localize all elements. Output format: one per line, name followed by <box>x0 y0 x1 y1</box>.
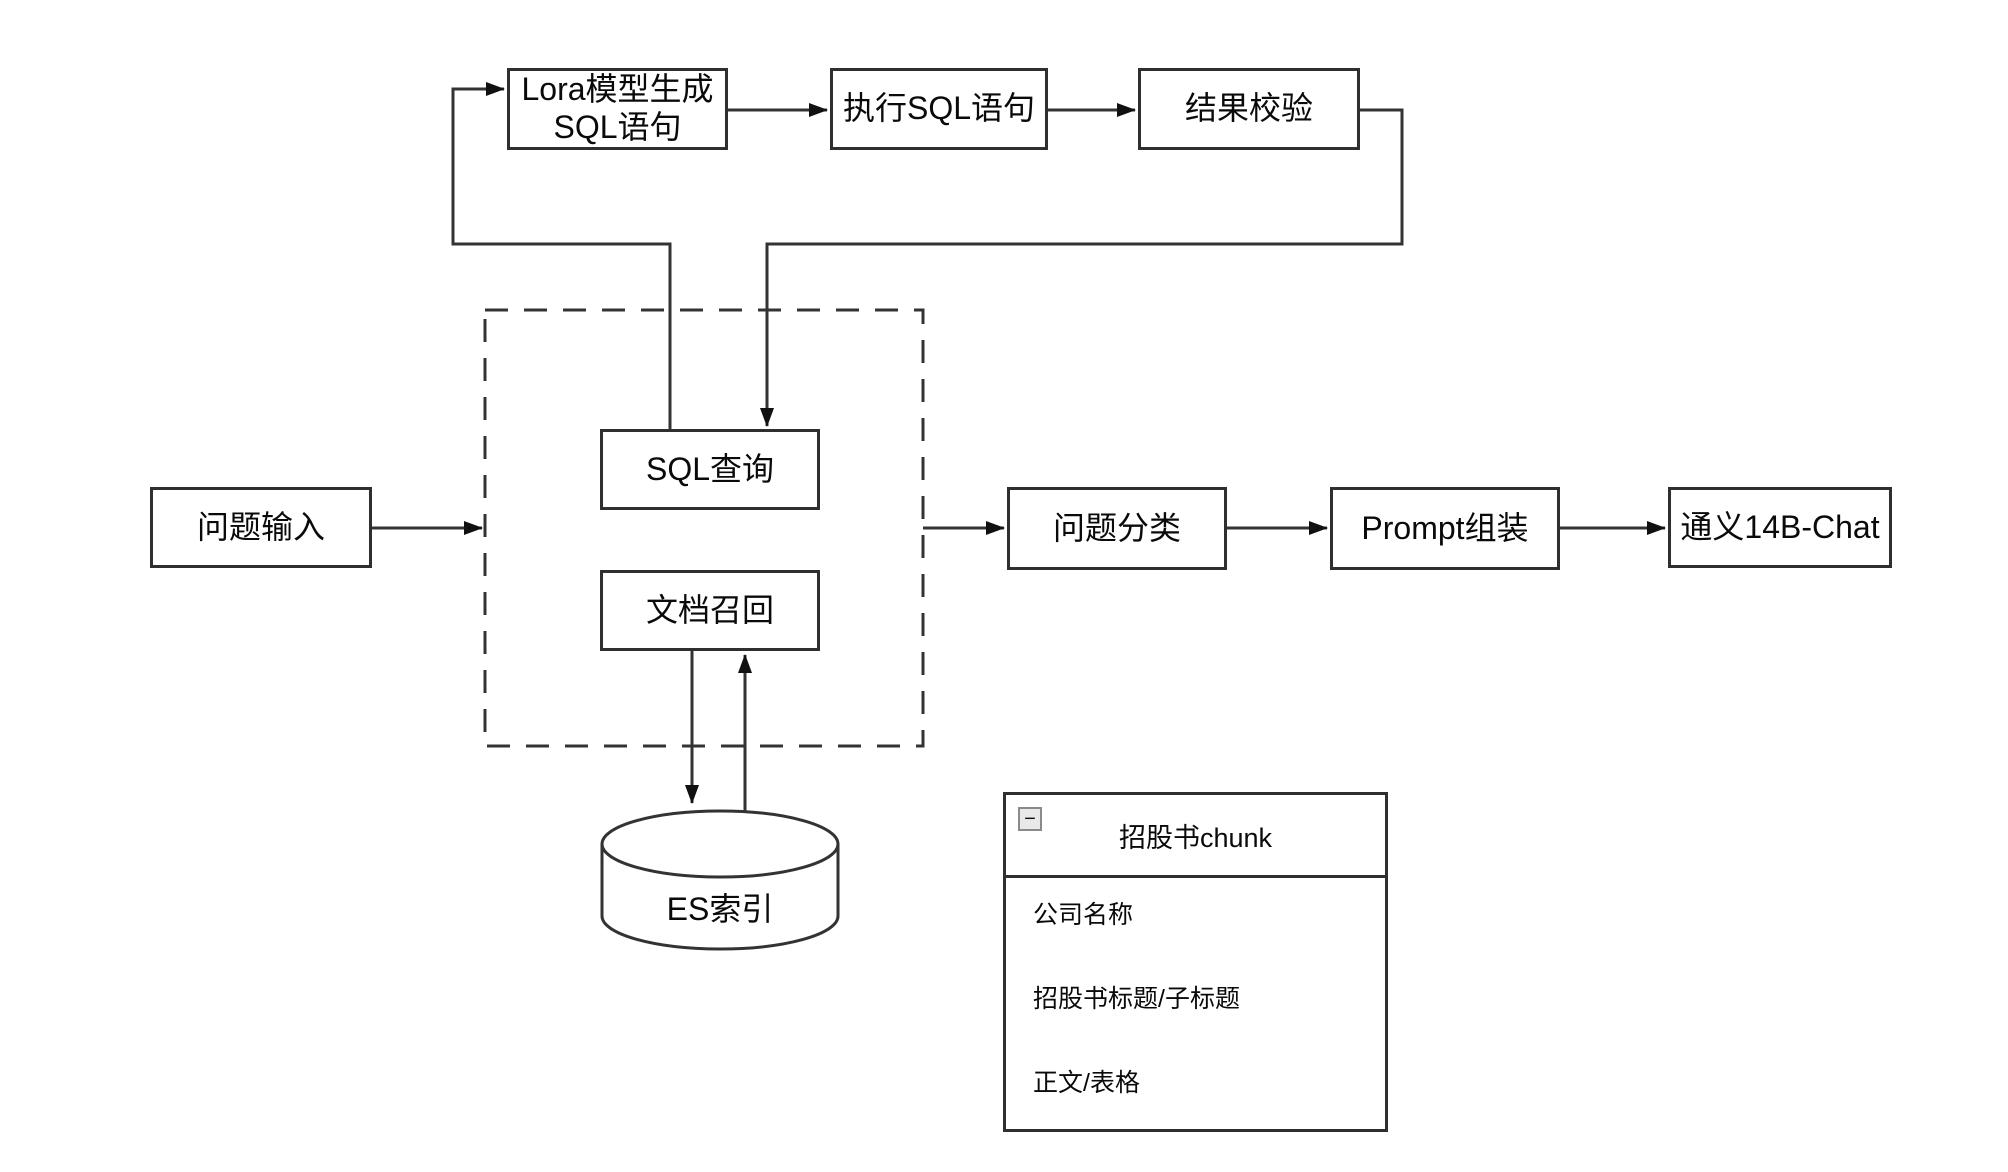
retrieval-group-dashed-box <box>483 308 925 748</box>
table-row: 正文/表格 <box>1033 1069 1140 1097</box>
node-result-check-label: 结果校验 <box>1184 90 1313 127</box>
node-question-input: 问题输入 <box>150 487 372 568</box>
table-row: 招股书标题/子标题 <box>1033 985 1240 1013</box>
node-prompt-assembly-label: Prompt组装 <box>1361 509 1529 546</box>
node-question-classify-label: 问题分类 <box>1052 509 1181 546</box>
arrow-check-to-sqlquery-return <box>760 108 1404 427</box>
node-sql-query: SQL查询 <box>600 429 820 510</box>
node-lora-label-line2: SQL语句 <box>553 109 682 145</box>
prospectus-chunk-table-header: − 招股书chunk <box>1006 795 1385 878</box>
arrow-sqlquery-to-lora-loop <box>451 82 672 429</box>
node-question-input-label: 问题输入 <box>196 508 325 545</box>
node-lora-label-line1: Lora模型生成 <box>521 71 714 108</box>
node-lora-sql-generate: Lora模型生成 SQL语句 <box>507 68 728 150</box>
prospectus-chunk-table-title: 招股书chunk <box>1118 822 1273 853</box>
node-tongyi-label: 通义14B-Chat <box>1680 508 1880 545</box>
node-sql-query-label: SQL查询 <box>645 450 775 487</box>
node-exec-sql-label: 执行SQL语句 <box>842 90 1036 127</box>
node-result-check: 结果校验 <box>1138 68 1360 150</box>
minus-icon: − <box>1024 808 1036 830</box>
table-row: 公司名称 <box>1033 901 1134 929</box>
es-index-cylinder <box>600 809 840 951</box>
es-index-label: ES索引 <box>666 891 774 927</box>
prospectus-chunk-table: − 招股书chunk 公司名称 招股书标题/子标题 正文/表格 <box>1003 792 1388 1132</box>
node-tongyi-14b-chat: 通义14B-Chat <box>1668 487 1892 568</box>
node-doc-recall-label: 文档召回 <box>645 591 774 628</box>
node-exec-sql: 执行SQL语句 <box>830 68 1048 150</box>
node-question-classify: 问题分类 <box>1007 487 1227 570</box>
collapse-button[interactable]: − <box>1018 807 1042 831</box>
node-prompt-assembly: Prompt组装 <box>1330 487 1560 570</box>
node-doc-recall: 文档召回 <box>600 570 820 651</box>
